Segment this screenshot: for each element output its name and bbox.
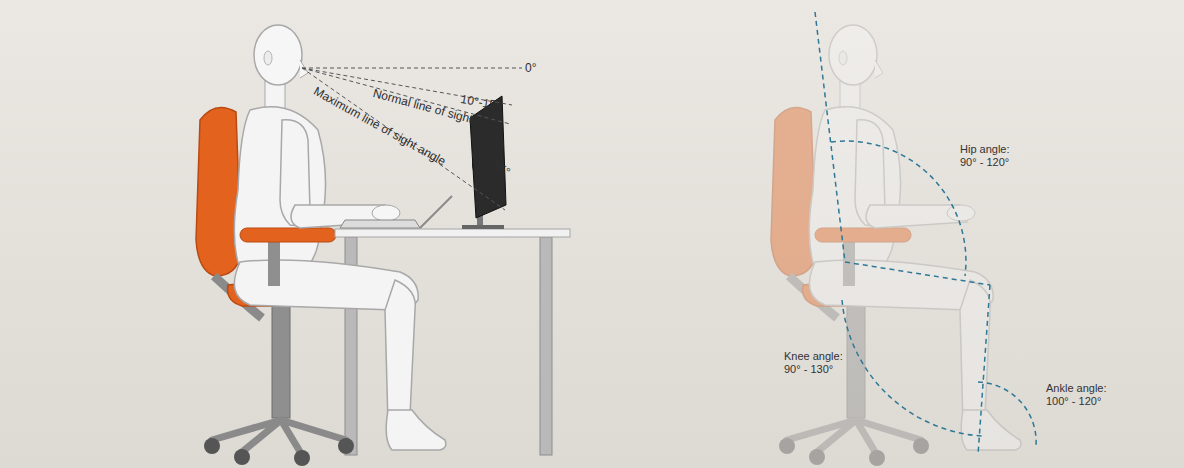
sight-lines [302, 68, 522, 210]
sight-line-label: Normal line of sight [371, 86, 474, 126]
angle-value: 0° [525, 61, 536, 75]
knee-arc [842, 300, 982, 436]
faded-person [771, 25, 1021, 466]
trunk-line [815, 12, 845, 262]
keyboard-arm [420, 196, 452, 228]
desk-leg [540, 237, 552, 455]
angle-note: Ankle angle: 100° - 120° [1046, 382, 1118, 408]
hip-arc [831, 141, 966, 276]
shin-line [978, 285, 990, 455]
keyboard [340, 220, 420, 228]
thigh-line [845, 262, 990, 285]
desk-top [335, 229, 570, 237]
monitor-base [462, 225, 504, 229]
angle-note: Knee angle: 90° - 130° [784, 350, 850, 376]
horizontal-line [302, 68, 522, 69]
angle-guides [815, 12, 1036, 455]
angle-note: Hip angle: 90° - 120° [960, 143, 1024, 169]
ankle-arc [978, 382, 1036, 446]
max-sight-line [302, 68, 505, 210]
monitor-screen [470, 96, 506, 218]
